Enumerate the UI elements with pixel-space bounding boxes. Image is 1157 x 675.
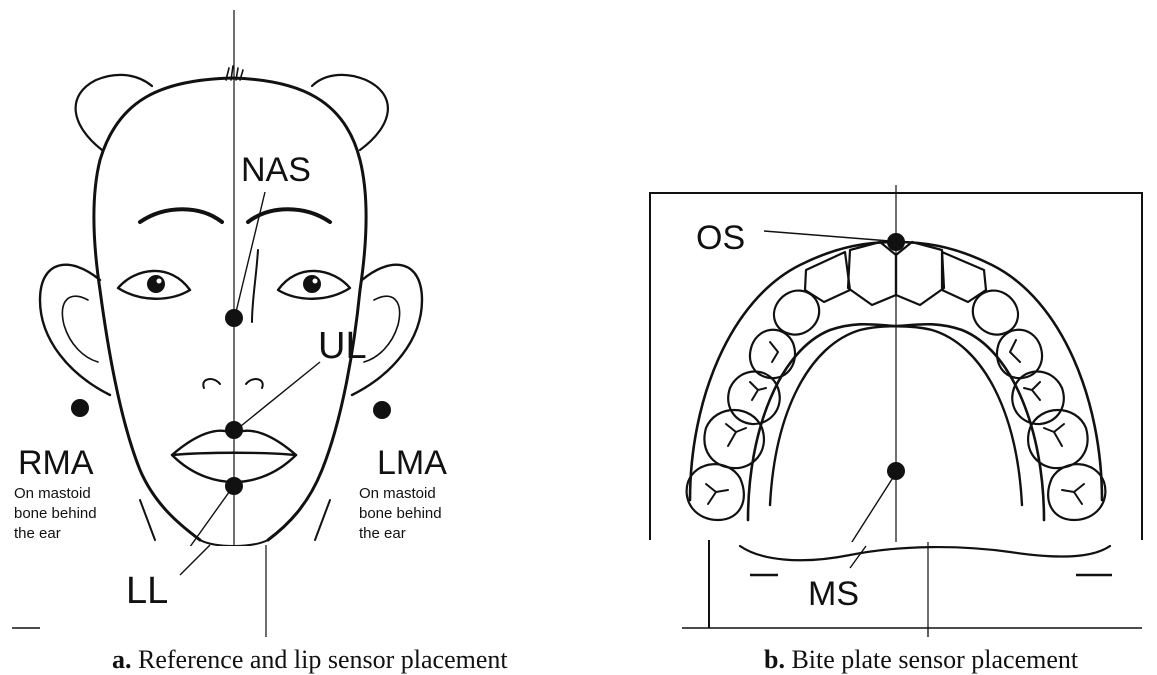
- eye-left: [118, 271, 190, 299]
- face-outline: [94, 78, 366, 540]
- rma-note-line-1: On mastoid: [14, 485, 91, 502]
- rma-note-line-3: the ear: [14, 525, 61, 542]
- hair-right: [312, 75, 388, 150]
- hair-left: [76, 75, 152, 150]
- label-nas: NAS: [241, 151, 311, 189]
- sensor-dot-nas: [225, 309, 243, 327]
- lma-note-line-2: bone behind: [359, 505, 442, 522]
- label-lma: LMA: [377, 444, 447, 482]
- label-ms: MS: [808, 575, 859, 613]
- label-os: OS: [696, 219, 745, 257]
- eye-right: [278, 271, 350, 299]
- sensor-dot-ms: [887, 462, 905, 480]
- sensor-dot-lma: [373, 401, 391, 419]
- label-ul: UL: [318, 325, 367, 367]
- lma-note-line-3: the ear: [359, 525, 406, 542]
- caption-a: a. Reference and lip sensor placement: [112, 645, 508, 674]
- ear-left-inner: [62, 296, 98, 362]
- eyebrow-left: [140, 209, 222, 222]
- sensor-dot-os: [887, 233, 905, 251]
- caption-b-letter: b.: [764, 645, 785, 674]
- caption-b-text: Bite plate sensor placement: [785, 645, 1079, 674]
- leader-ul: [236, 362, 320, 430]
- caption-a-text: Reference and lip sensor placement: [132, 645, 509, 674]
- caption-a-letter: a.: [112, 645, 132, 674]
- rma-note-line-2: bone behind: [14, 505, 97, 522]
- leader-ms: [850, 476, 894, 545]
- lma-note-line-1: On mastoid: [359, 485, 436, 502]
- leader-os: [764, 231, 890, 241]
- panel-a-face: NAS UL LL RMA LMA On mastoid bone behind…: [12, 10, 604, 674]
- label-rma: RMA: [18, 444, 94, 482]
- ear-right-inner: [364, 296, 400, 362]
- sensor-dot-ll: [225, 477, 243, 495]
- caption-b: b. Bite plate sensor placement: [764, 645, 1079, 674]
- sensor-dot-rma: [71, 399, 89, 417]
- panel-b-bite-plate: OS MS b. Bite plate sensor placement: [650, 185, 1157, 674]
- label-ll: LL: [126, 570, 168, 612]
- leader-nas: [236, 192, 265, 312]
- sensor-dot-ul: [225, 421, 243, 439]
